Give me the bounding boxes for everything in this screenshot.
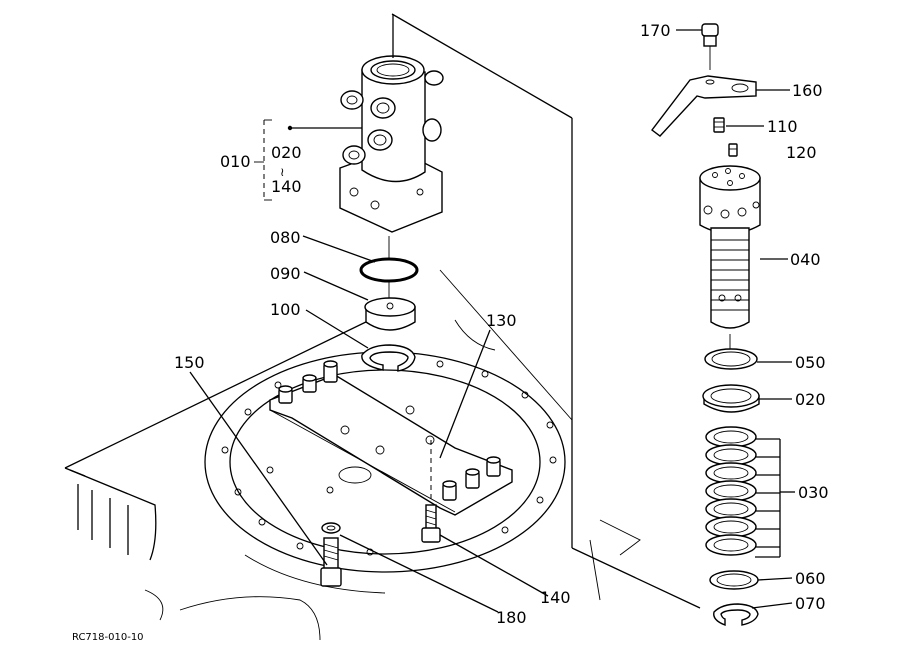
label-range-tilde: ≀: [280, 165, 285, 179]
part-030-seals: [705, 426, 757, 556]
label-100: 100: [270, 300, 301, 319]
part-070-snap-ring: [713, 603, 759, 627]
label-030: 030: [798, 483, 829, 502]
part-180-washer: [321, 522, 341, 534]
part-labels: 170 160 110 120 010 020 ≀ 140 080 090 10…: [72, 21, 829, 643]
label-170: 170: [640, 21, 671, 40]
label-050: 050: [795, 353, 826, 372]
plate-studs: [278, 360, 501, 501]
label-040: 040: [790, 250, 821, 269]
label-010: 010: [220, 152, 251, 171]
part-170-bolt: [701, 23, 719, 70]
label-110: 110: [767, 117, 798, 136]
label-060: 060: [795, 569, 826, 588]
part-160-stopper-plate: [651, 75, 757, 137]
label-130: 130: [486, 311, 517, 330]
label-080: 080: [270, 228, 301, 247]
leader-lines: [189, 29, 795, 613]
part-050-ring: [704, 348, 758, 370]
label-090: 090: [270, 264, 301, 283]
label-020-range-start: 020: [271, 143, 302, 162]
label-180: 180: [496, 608, 527, 627]
label-150: 150: [174, 353, 205, 372]
part-110-plug: [713, 117, 725, 133]
drawing-code: RC718-010-10: [72, 632, 144, 643]
part-020-ring: [702, 384, 760, 413]
upper-frame: [69, 469, 641, 641]
part-080-oring: [359, 236, 419, 283]
part-150-bolt: [320, 537, 342, 587]
part-090-spacer: [364, 282, 416, 331]
part-060-ring: [709, 570, 759, 590]
part-130-plate: [269, 360, 513, 516]
label-140-range-end: 140: [271, 177, 302, 196]
label-070: 070: [795, 594, 826, 613]
part-100-snap-ring: [361, 344, 416, 372]
bracket-010: [254, 119, 362, 201]
part-120-plug: [728, 143, 738, 157]
swing-bearing: [204, 319, 566, 594]
swivel-joint-body: [339, 14, 444, 233]
label-120: 120: [786, 143, 817, 162]
part-040-rotor: [699, 165, 761, 350]
label-160: 160: [792, 81, 823, 100]
label-140: 140: [540, 588, 571, 607]
label-020: 020: [795, 390, 826, 409]
